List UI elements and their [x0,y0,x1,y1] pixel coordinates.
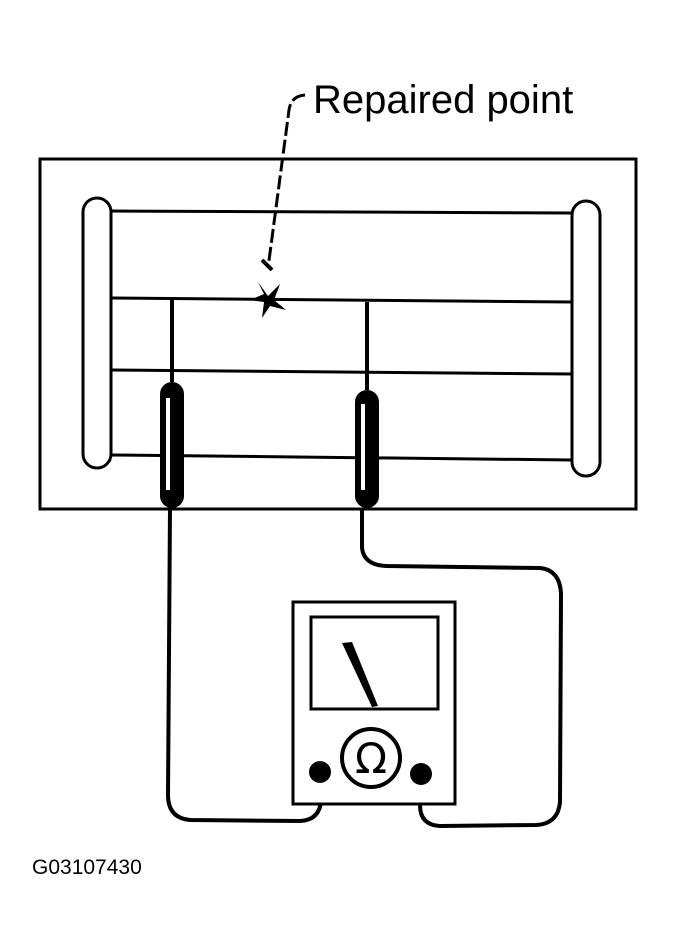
ohm-dial-ring [340,727,402,789]
repaired-point-label: Repaired point [313,78,573,122]
heater-grid-lines [110,209,573,462]
heater-line-3 [110,368,573,376]
callout-leader [266,93,306,269]
repaired-point-mark [250,258,286,318]
ohmmeter: Ω [291,600,457,806]
left-test-lead [165,507,323,824]
meter-needle [342,642,378,707]
ohm-symbol: Ω [355,734,387,783]
heater-line-2 [110,296,573,304]
figure-id: G03107430 [32,856,142,879]
meter-left-terminal [309,761,331,783]
left-bus-bar [81,196,113,470]
meter-display [309,615,440,711]
glass-panel-frame [38,157,638,511]
right-test-lead [360,508,564,829]
meter-right-terminal [410,763,432,785]
heater-line-1 [110,209,573,215]
right-bus-bar [570,199,602,478]
left-test-probe [160,300,184,508]
right-test-probe [355,302,379,508]
heater-line-4 [110,453,573,462]
